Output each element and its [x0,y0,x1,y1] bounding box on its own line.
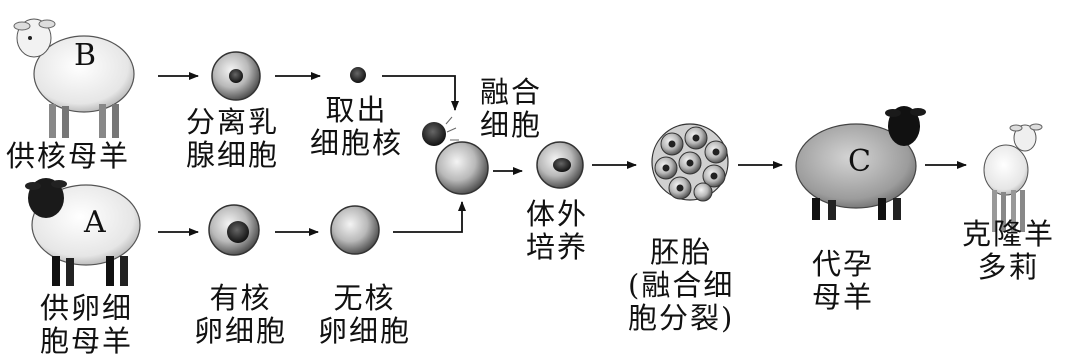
extracted-nucleus-icon [350,67,366,83]
cloned-lamb-icon [983,123,1043,232]
donor-egg-sheep-icon [25,178,141,286]
isolate-mammary-cells-label: 分离乳 腺细胞 [186,105,280,172]
enucleated-egg-label: 无核 卵细胞 [318,281,412,348]
fused-cell-icon [536,141,584,189]
fused-cell-label: 融合 细胞 [480,75,543,142]
nucleated-egg-label: 有核 卵细胞 [194,281,288,348]
donor-nucleus-sheep-icon [13,18,135,138]
sheep-a-letter: A [84,205,106,240]
in-vitro-culture-label: 体外 培养 [526,197,589,264]
flow-arrows [158,72,967,236]
embryo-icon [651,123,729,202]
nucleated-egg-icon [208,204,260,256]
sheep-c-letter: C [848,144,871,179]
donor-nucleus-sheep-label: 供核母羊 [6,139,131,173]
embryo-label: 胚胎 (融合细 胞分裂) [628,235,735,335]
surrogate-sheep-icon [795,106,926,220]
donor-egg-sheep-label: 供卵细 胞母羊 [40,291,134,358]
cloned-sheep-label: 克隆羊 多莉 [962,217,1056,284]
enucleated-egg-icon [330,205,380,255]
cell-fusion-icon [422,116,489,195]
sheep-b-letter: B [74,38,97,73]
extract-nucleus-label: 取出 细胞核 [310,93,404,160]
surrogate-sheep-label: 代孕 母羊 [812,247,875,314]
mammary-cell-icon [211,51,261,101]
